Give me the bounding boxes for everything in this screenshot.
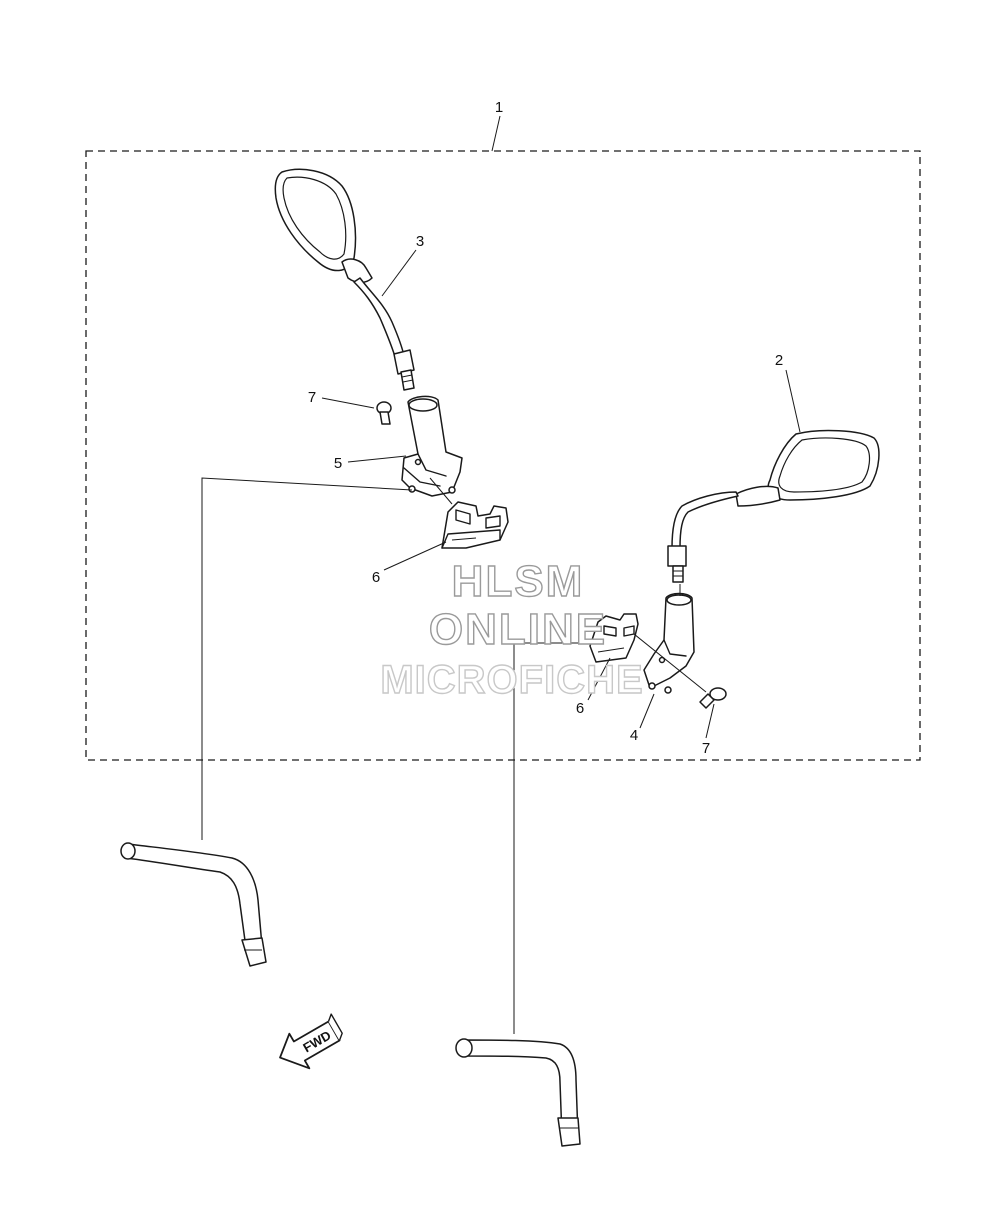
callout-6-left: 6 bbox=[372, 569, 380, 586]
left-mirror[interactable] bbox=[274, 168, 415, 391]
callout-leaders bbox=[321, 115, 801, 739]
right-mirror-bracket[interactable] bbox=[643, 592, 695, 694]
kit-boundary-dashed bbox=[85, 150, 921, 761]
watermark: HLSM ONLINE MICROFICHE bbox=[380, 556, 644, 702]
left-screw[interactable] bbox=[376, 401, 392, 425]
left-handlebar bbox=[120, 842, 267, 967]
right-mirror[interactable] bbox=[667, 429, 880, 583]
watermark-line-2: ONLINE bbox=[429, 605, 607, 654]
callout-2: 2 bbox=[775, 352, 783, 369]
left-mirror-bracket[interactable] bbox=[401, 395, 463, 497]
callout-1: 1 bbox=[495, 99, 503, 116]
left-clamp[interactable] bbox=[441, 501, 509, 549]
watermark-line-1: HLSM bbox=[452, 557, 585, 606]
callout-3: 3 bbox=[416, 233, 424, 250]
right-clamp[interactable] bbox=[589, 613, 639, 663]
callout-4: 4 bbox=[630, 727, 638, 744]
callout-6-right: 6 bbox=[576, 700, 584, 717]
watermark-line-3: MICROFICHE bbox=[380, 658, 643, 702]
right-handlebar bbox=[455, 1038, 581, 1147]
assembly-lines bbox=[201, 477, 707, 1034]
callout-7-left: 7 bbox=[308, 389, 316, 406]
callout-7-right: 7 bbox=[702, 740, 710, 757]
forward-direction-arrow: FWD bbox=[279, 1013, 343, 1070]
callout-5: 5 bbox=[334, 455, 342, 472]
right-screw[interactable] bbox=[699, 687, 727, 709]
